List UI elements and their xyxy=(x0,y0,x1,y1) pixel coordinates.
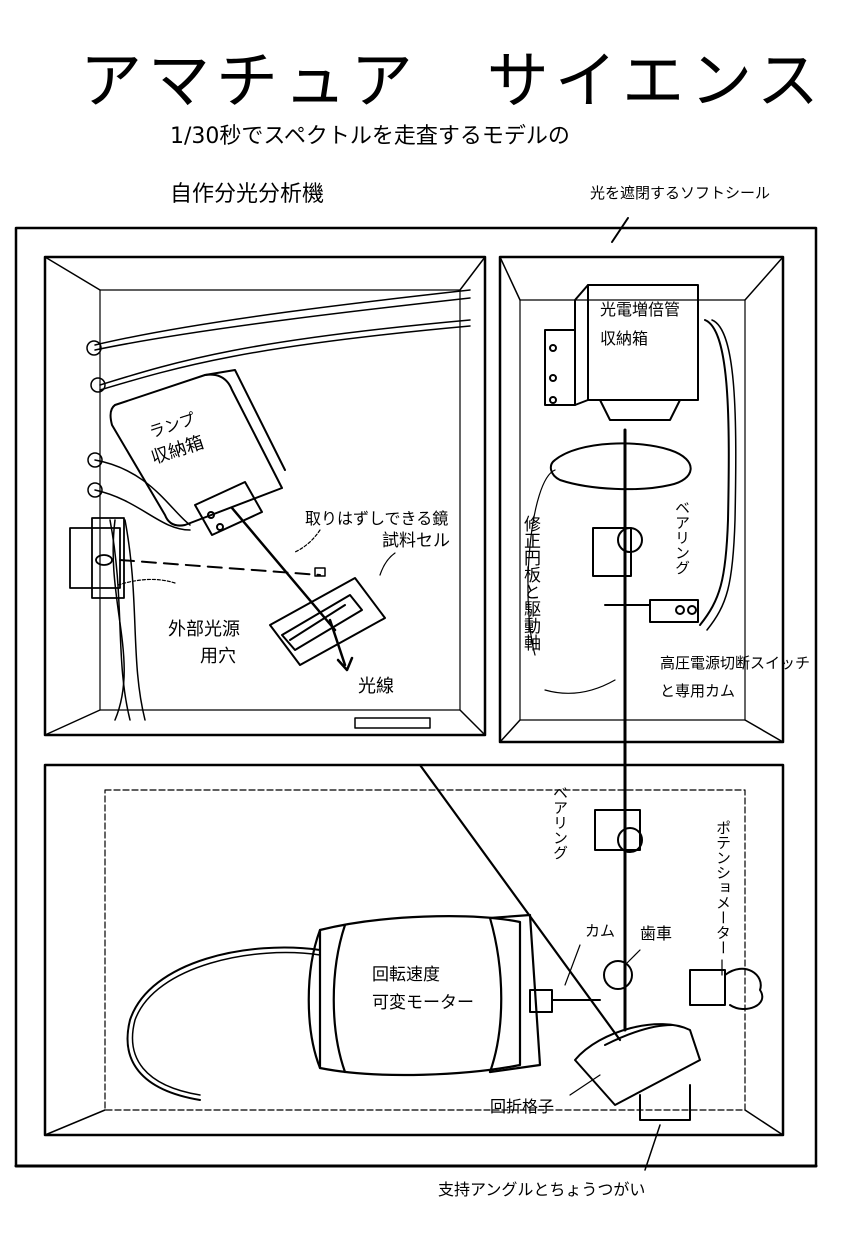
label-sample-cell: 試料セル xyxy=(382,531,450,551)
label-cam: カム xyxy=(585,922,616,940)
label-motor-2: 可変モーター xyxy=(372,993,474,1013)
bearing-lower-drawing xyxy=(594,809,643,853)
label-support-angle-hinge: 支持アングルとちょうつがい xyxy=(438,1180,646,1199)
label-gear: 歯車 xyxy=(640,924,673,943)
subtitle-line-2: 自作分光分析機 xyxy=(170,182,325,207)
hv-switch-drawing xyxy=(604,599,699,623)
dashed-external-beam xyxy=(119,559,321,576)
bearing-upper-drawing xyxy=(592,527,643,577)
subtitle-line-1: 1/30秒でスペクトルを走査するモデルの xyxy=(170,124,570,149)
label-pmt-housing-2: 収納箱 xyxy=(600,329,649,348)
label-bearing-lower: ベアリング xyxy=(551,785,569,860)
detector-compartment xyxy=(498,255,785,744)
external-port-bracket xyxy=(69,517,125,599)
label-bearing-upper: ベアリング xyxy=(673,500,691,575)
potentiometer-drawing xyxy=(689,967,764,1010)
label-hv-switch-1: 高圧電源切断スイッチ xyxy=(660,654,811,672)
label-pmt-housing-1: 光電増倍管 xyxy=(600,300,681,319)
lamp-compartment xyxy=(43,255,487,737)
support-pointer xyxy=(644,1124,661,1171)
label-light-seal: 光を遮閉するソフトシール xyxy=(590,184,771,202)
beam-arrowhead xyxy=(336,656,354,672)
motor-compartment xyxy=(43,763,785,1137)
leader-sample-cell xyxy=(379,552,396,576)
leader-external-port xyxy=(117,578,176,586)
leader-correction-disk xyxy=(527,469,556,656)
removable-mirror xyxy=(314,567,326,577)
cables-left xyxy=(86,289,471,721)
leader-drive-shaft xyxy=(544,679,616,694)
lamp-housing-box xyxy=(109,369,286,536)
leader-grating xyxy=(569,1074,601,1096)
label-removable-mirror: 取りはずしできる鏡 xyxy=(305,509,449,528)
beam-exit-slot xyxy=(354,717,431,729)
beam-to-grating xyxy=(418,763,622,1042)
light-seal-pointer xyxy=(611,217,629,243)
correction-disk xyxy=(549,442,692,491)
support-angle-drawing xyxy=(639,1084,691,1121)
leader-cam xyxy=(564,944,581,986)
page-title: アマチュア サイエンス xyxy=(80,44,825,117)
label-hv-switch-2: と専用カム xyxy=(660,682,736,700)
label-correction-disk-drive-shaft: 修正円板と駆動軸 xyxy=(520,515,540,651)
sample-cell-drawing xyxy=(269,577,386,666)
label-light-beam: 光線 xyxy=(358,676,394,697)
photomultiplier-box xyxy=(544,284,699,421)
cables-right xyxy=(699,319,730,626)
leader-gear xyxy=(624,949,641,966)
leader-mirror xyxy=(294,529,321,553)
label-motor-1: 回転速度 xyxy=(372,965,440,985)
label-external-port-1: 外部光源 xyxy=(168,619,240,640)
motor-cable xyxy=(126,946,321,1101)
label-diffraction-grating: 回折格子 xyxy=(490,1097,555,1116)
label-potentiometer: ポテンショメーター xyxy=(714,820,732,955)
grating-drawing xyxy=(574,1023,701,1106)
light-beam xyxy=(230,506,337,632)
label-external-port-2: 用穴 xyxy=(200,646,236,667)
